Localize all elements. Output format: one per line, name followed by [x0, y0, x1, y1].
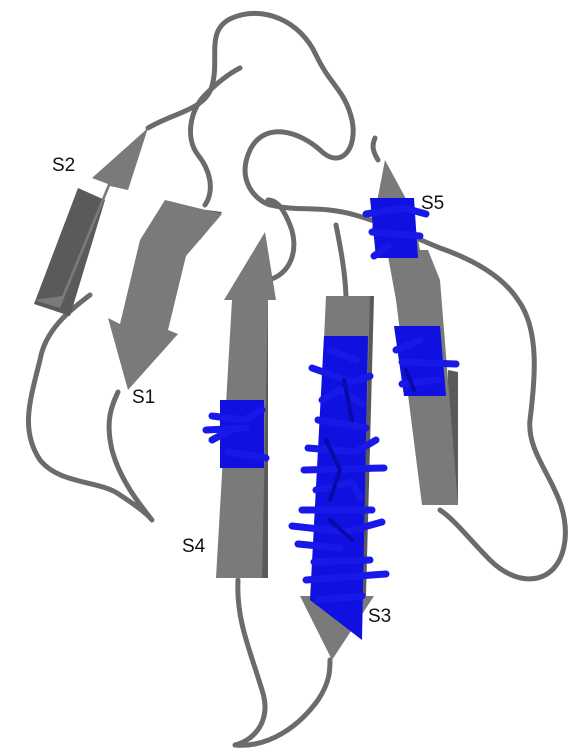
sticks-s3 [292, 350, 386, 600]
strand-s4 [216, 232, 276, 578]
coil-s5-top [373, 138, 378, 160]
strand-s1 [108, 200, 222, 390]
label-s4: S4 [182, 536, 206, 557]
coil-s1-top [191, 68, 240, 205]
loop-coils [28, 13, 565, 745]
coil-s4-top [268, 200, 294, 280]
coil-s3-top [336, 225, 346, 296]
label-s5: S5 [421, 193, 444, 214]
label-s1: S1 [132, 387, 155, 408]
label-s3: S3 [368, 606, 391, 627]
label-s2: S2 [52, 155, 75, 176]
